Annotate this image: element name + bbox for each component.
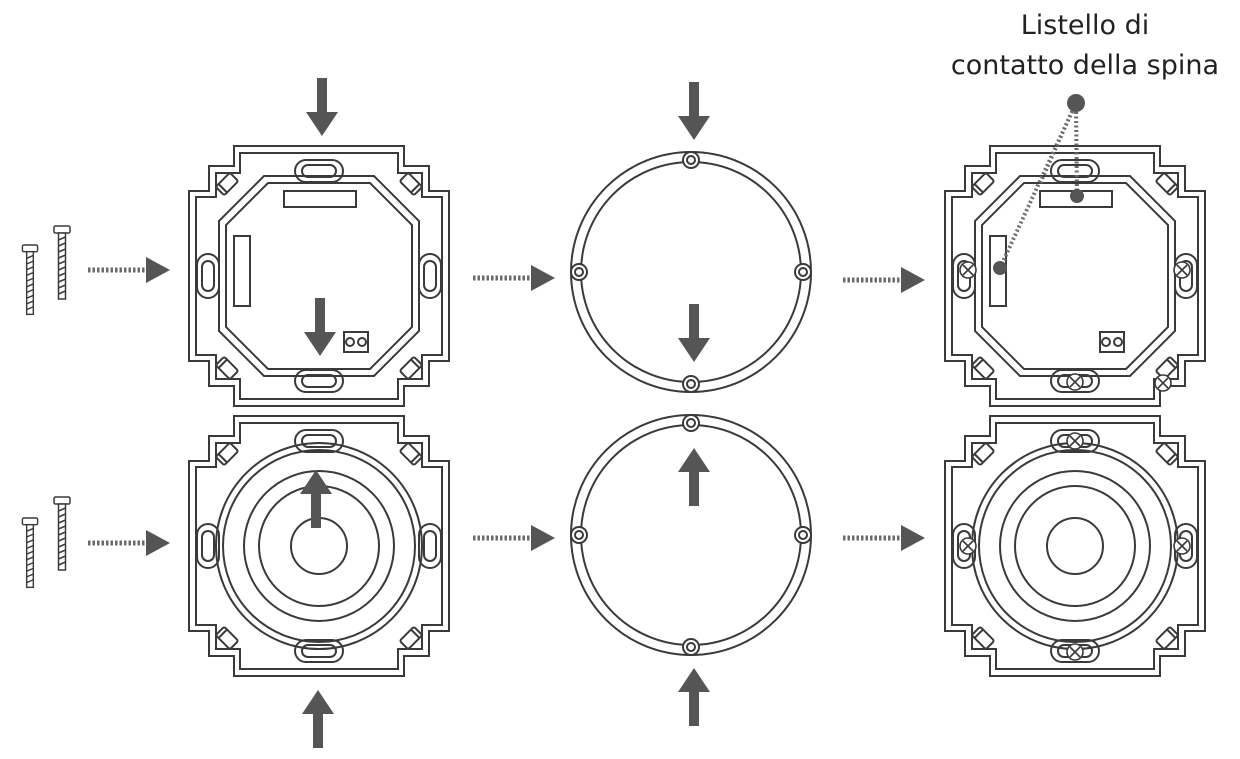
round-box-frame-bottom xyxy=(570,414,812,656)
callout-line-1: Listello di xyxy=(1020,10,1150,41)
dotted-arrow-icon xyxy=(843,267,925,293)
screw-icon xyxy=(53,225,71,300)
callout-leader xyxy=(993,94,1085,275)
arrow-icon xyxy=(304,298,336,356)
dotted-arrow-icon xyxy=(473,525,555,551)
screw-icon xyxy=(21,517,39,589)
mounting-plate-top xyxy=(188,145,450,407)
arrow-icon xyxy=(302,690,334,748)
callout-label: Listello di contatto della spina xyxy=(930,6,1240,86)
arrow-icon xyxy=(306,78,338,136)
arrow-icon xyxy=(678,82,710,140)
assembled-plate-bottom xyxy=(944,415,1206,677)
arrow-icon xyxy=(678,304,710,362)
arrow-icon xyxy=(678,448,710,506)
mounting-plate-bottom xyxy=(188,415,450,677)
dotted-arrow-icon xyxy=(88,530,170,556)
callout-line-2: contatto della spina xyxy=(950,50,1220,81)
screw-icon xyxy=(53,496,71,571)
arrow-icon xyxy=(678,668,710,726)
dotted-arrow-icon xyxy=(473,265,555,291)
screw-icon xyxy=(21,244,39,316)
dotted-arrow-icon xyxy=(88,257,170,283)
dotted-arrow-icon xyxy=(843,525,925,551)
